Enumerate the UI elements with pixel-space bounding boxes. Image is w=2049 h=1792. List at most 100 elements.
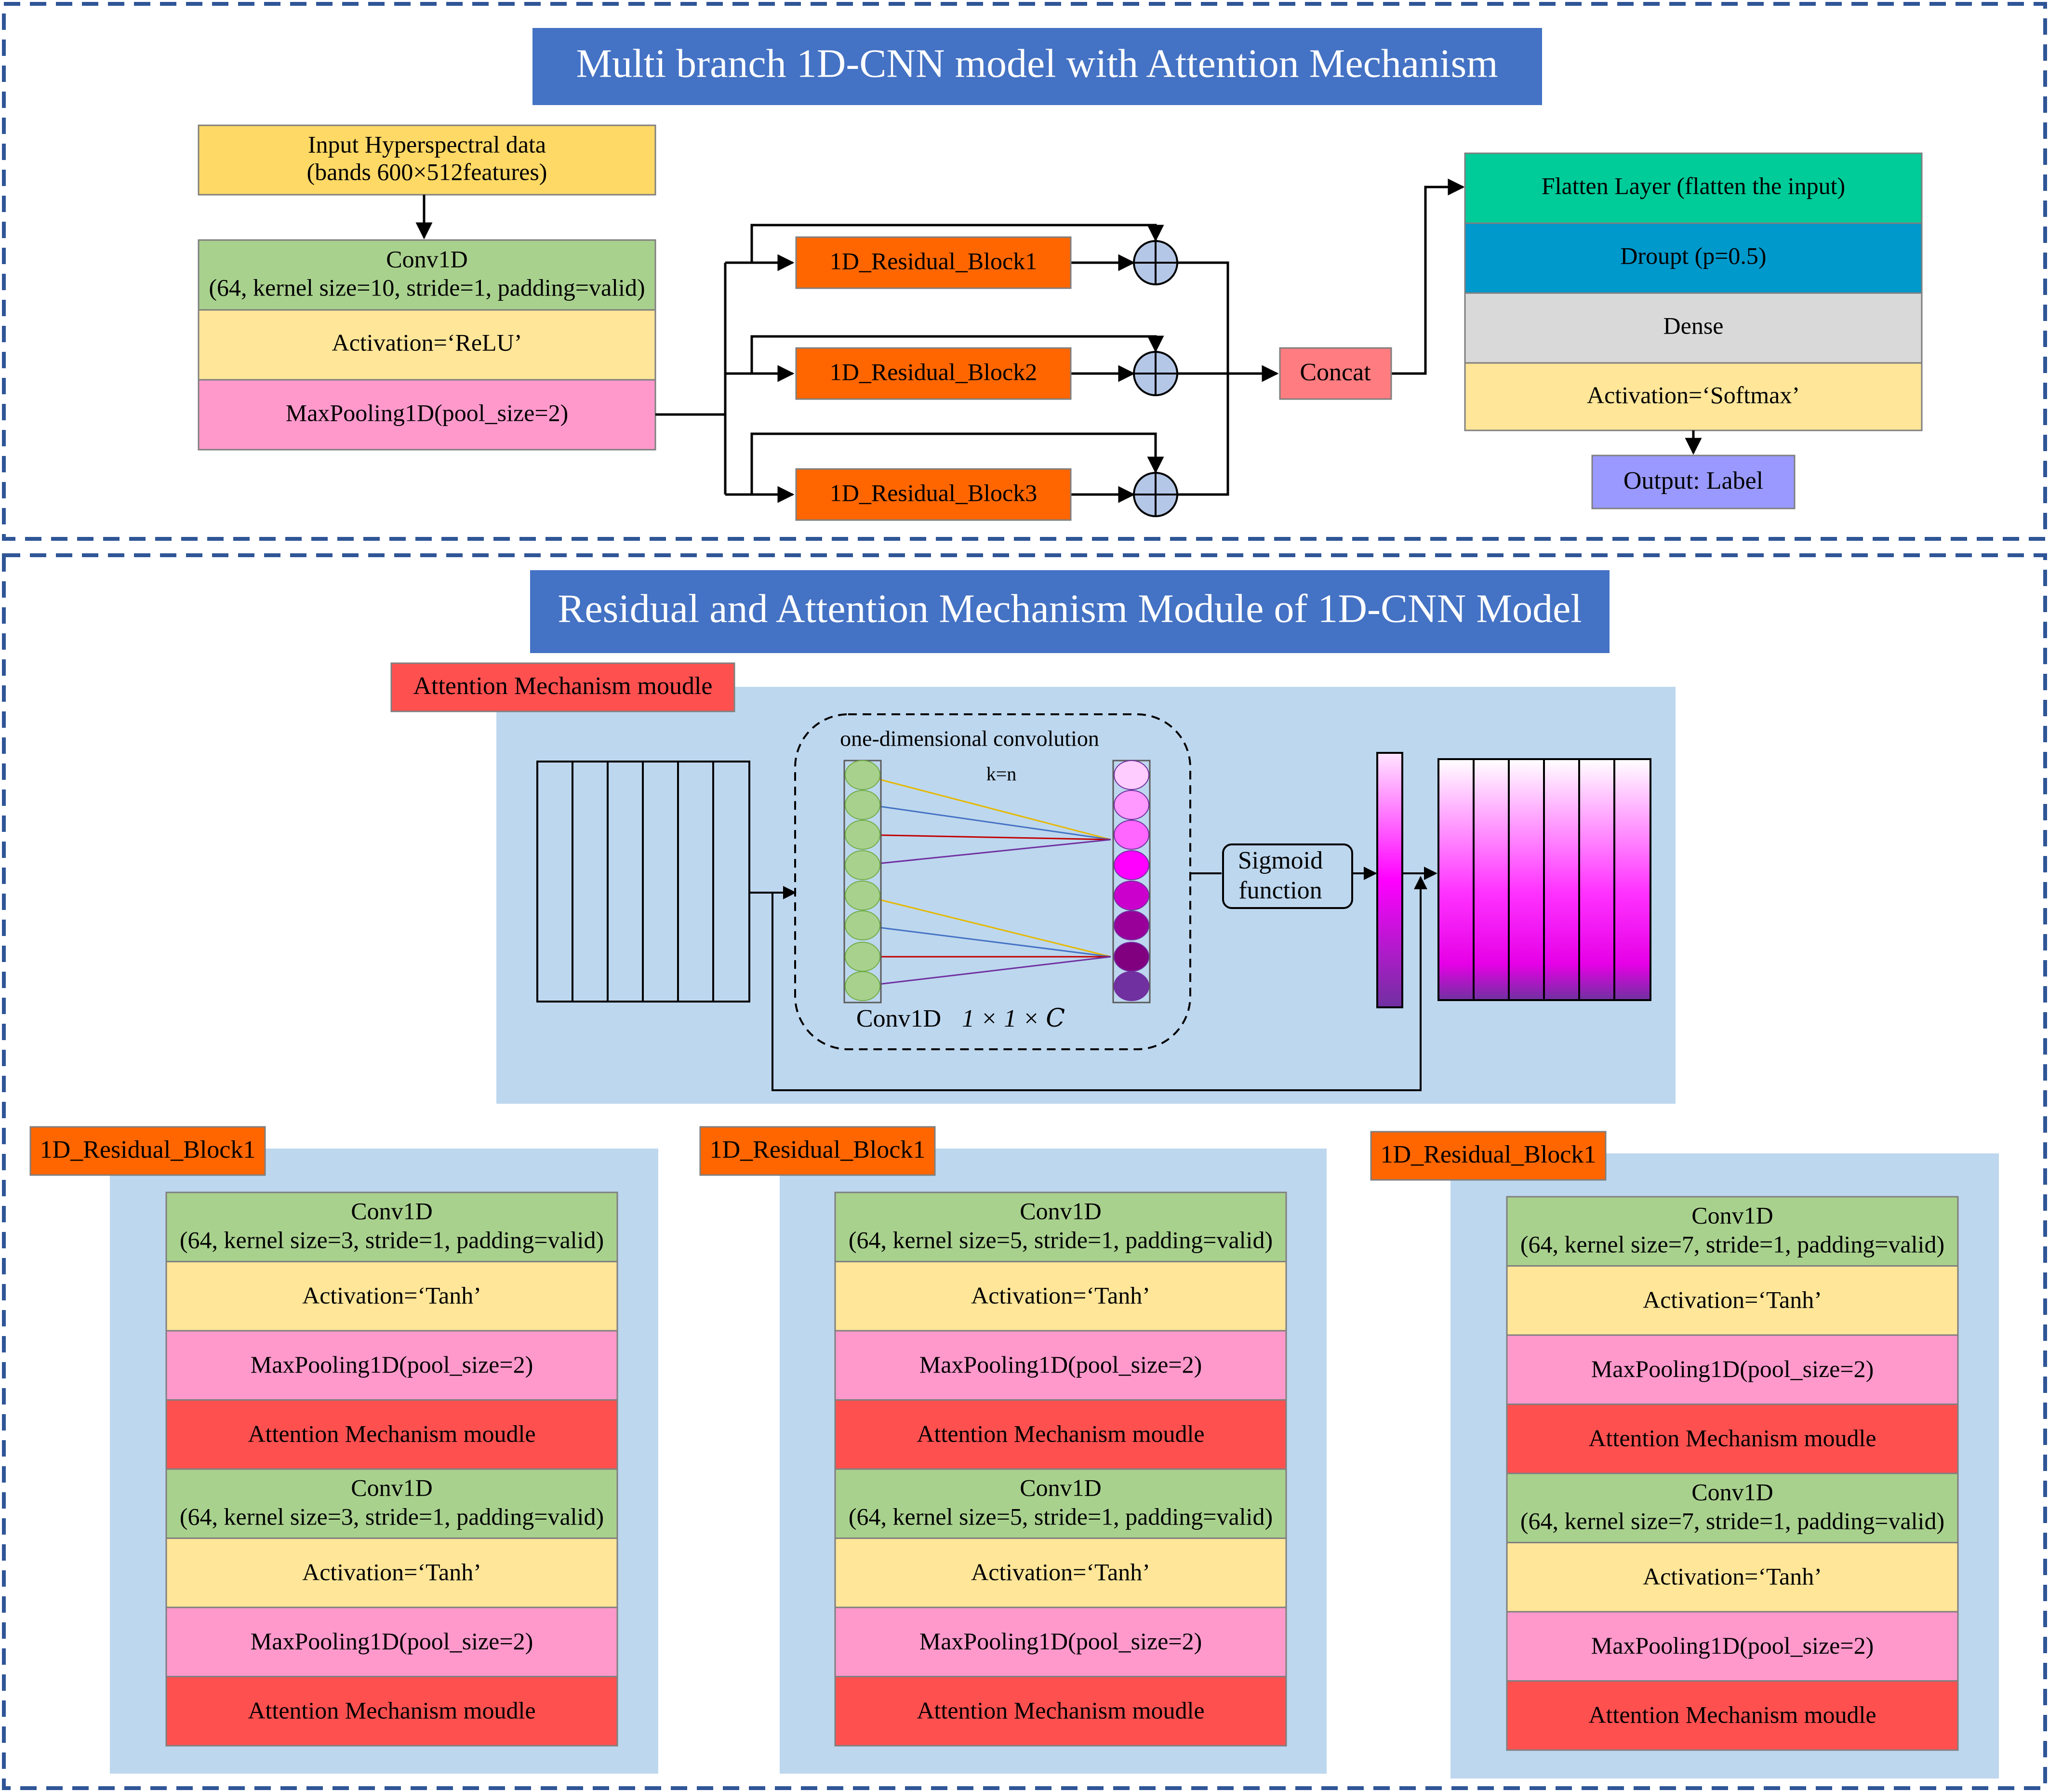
output-label: Output: Label [1623, 467, 1763, 495]
sum-node-1-icon [1133, 240, 1178, 285]
block-layer-line1: Activation=‘Tanh’ [1643, 1563, 1822, 1590]
top-title: Multi branch 1D-CNN model with Attention… [532, 28, 1542, 105]
block-label: 1D_Residual_Block1 [1381, 1141, 1597, 1168]
block-layer-conv [834, 1468, 1287, 1539]
output-node [1114, 942, 1149, 972]
block-layer-line1: Attention Mechanism moudle [248, 1420, 535, 1447]
attention-connectors [749, 867, 1437, 1091]
attention-module-label-bg [390, 662, 735, 712]
block-layer-line1: MaxPooling1D(pool_size=2) [1591, 1632, 1874, 1659]
concat-to-flatten [1391, 178, 1465, 375]
bottom-title: Residual and Attention Mechanism Module … [530, 570, 1610, 653]
conv-input-column [843, 760, 882, 1003]
residual-block-2: 1D_Residual_Block2 [795, 347, 1072, 400]
attention-module-label-text: Attention Mechanism moudle [413, 672, 712, 700]
conv-stack: Conv1D (64, kernel size=10, stride=1, pa… [198, 239, 656, 451]
block-label: 1D_Residual_Block1 [710, 1136, 926, 1163]
input-box-bg [198, 124, 656, 196]
output-node [1114, 910, 1149, 940]
reweighted-feature-map [1437, 758, 1651, 1001]
conv-layer-bg [198, 239, 656, 311]
attention-weight-vector [1376, 752, 1403, 1008]
conv-output-column [1112, 760, 1151, 1003]
output-node [1114, 790, 1149, 820]
k-label: k=n [986, 763, 1017, 785]
block-layer-attention [834, 1676, 1287, 1747]
output-bg [1591, 455, 1796, 509]
input-feature-map [536, 761, 750, 1003]
branch-connectors [655, 178, 1465, 503]
block-layer-pooling [165, 1330, 618, 1401]
connection-line [862, 895, 1111, 958]
block-layer-line1: Conv1D [1691, 1202, 1773, 1229]
residual-block-2-label: 1D_Residual_Block2 [830, 358, 1038, 385]
block-layer-line1: Attention Mechanism moudle [917, 1697, 1204, 1724]
residual-block-2-bg [795, 347, 1072, 400]
attention-module-label: Attention Mechanism moudle [390, 662, 735, 712]
pool-label: MaxPooling1D(pool_size=2) [286, 399, 568, 426]
connection-line [862, 774, 1111, 841]
block-layer-line1: Attention Mechanism moudle [248, 1697, 535, 1724]
input-node [845, 910, 880, 940]
block-layer-attention [1506, 1680, 1959, 1751]
bottom-frame [2, 553, 2047, 1790]
dense-bg [1464, 292, 1923, 364]
output-node [1114, 820, 1149, 850]
concat-box-bg [1279, 347, 1392, 400]
block-layer-pooling [1506, 1611, 1959, 1682]
skip3 [750, 432, 1164, 495]
conv-line2: (64, kernel size=10, stride=1, padding=v… [209, 274, 645, 301]
block-layer-line2: (64, kernel size=5, stride=1, padding=va… [849, 1503, 1273, 1530]
block-layer-conv [1506, 1472, 1959, 1543]
input-node [845, 942, 880, 972]
block-layer-line1: Conv1D [1020, 1197, 1101, 1224]
top-frame [2, 2, 2047, 541]
block-layer-line1: Conv1D [351, 1474, 432, 1501]
residual-block-3: 1D_Residual_Block3 [795, 468, 1072, 521]
softmax-label: Activation=‘Softmax’ [1587, 381, 1800, 408]
sum1-merge [1177, 261, 1229, 496]
block-layer-line2: (64, kernel size=3, stride=1, padding=va… [180, 1226, 604, 1253]
block-layer-line1: Attention Mechanism moudle [1588, 1425, 1876, 1452]
input-node [845, 760, 880, 790]
sigmoid-box: Sigmoid function [1222, 843, 1353, 909]
block-layer-attention [165, 1676, 618, 1747]
block-layer-line1: Activation=‘Tanh’ [1643, 1286, 1822, 1313]
conv-line1: Conv1D [386, 245, 467, 272]
block-layer-activation [1506, 1265, 1959, 1336]
block-layer-activation [834, 1538, 1287, 1608]
concat-label: Concat [1300, 359, 1371, 386]
block-layer-line1: Activation=‘Tanh’ [302, 1559, 481, 1586]
sigmoid-line1: Sigmoid [1238, 847, 1323, 874]
block-layer-pooling [165, 1606, 618, 1677]
input-node [845, 881, 880, 910]
conv1d-caption: Conv1D [856, 1005, 941, 1032]
conv-connections [862, 774, 1111, 987]
block-layer-line2: (64, kernel size=3, stride=1, padding=va… [180, 1503, 604, 1530]
block-layer-attention [1506, 1404, 1959, 1474]
output-box: Output: Label [1591, 455, 1796, 509]
bottom-title-bg [530, 570, 1610, 653]
sum-node-2-plus [1134, 352, 1177, 395]
block-layer-line2: (64, kernel size=5, stride=1, padding=va… [849, 1226, 1273, 1253]
connection-line [862, 924, 1111, 958]
block-layer-line1: MaxPooling1D(pool_size=2) [919, 1351, 1202, 1378]
block-layer-line1: Activation=‘Tanh’ [971, 1559, 1150, 1586]
residual-block-3-label: 1D_Residual_Block3 [830, 479, 1038, 506]
input-line1: Input Hyperspectral data [308, 131, 546, 158]
output-node [1114, 850, 1149, 880]
residual-block-1: 1D_Residual_Block1 [795, 236, 1072, 289]
block-layer-activation [1506, 1542, 1959, 1613]
block-layer-line1: MaxPooling1D(pool_size=2) [251, 1628, 533, 1655]
connection-line [862, 834, 1111, 841]
block-layer-conv [834, 1191, 1287, 1262]
output-node [1114, 971, 1149, 1001]
block-layer-line1: Activation=‘Tanh’ [971, 1282, 1150, 1309]
block-layer-line1: MaxPooling1D(pool_size=2) [251, 1351, 533, 1378]
block-layer-line1: MaxPooling1D(pool_size=2) [1591, 1355, 1874, 1382]
